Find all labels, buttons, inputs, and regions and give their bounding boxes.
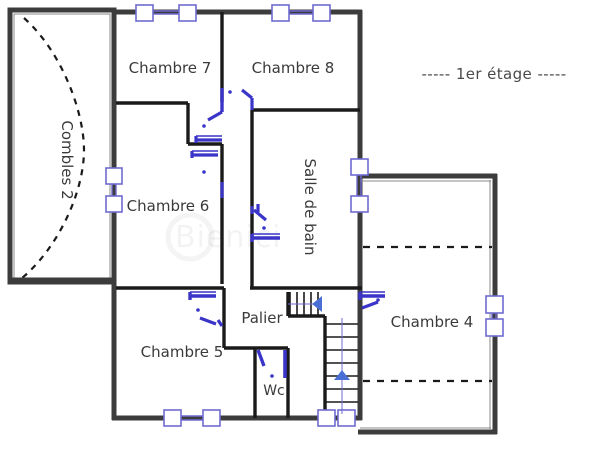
floor-label-dash-left: ----- xyxy=(421,65,450,83)
door-wc-swing xyxy=(256,349,266,367)
floor-label-group: ----- 1er étage ----- xyxy=(421,65,566,83)
window-ch5-left xyxy=(163,409,182,427)
window-ch7-right xyxy=(178,4,197,22)
window-ch7-left xyxy=(135,4,154,22)
label-salle-de-bain: Salle de bain xyxy=(301,159,319,256)
doors xyxy=(188,88,385,378)
door-sdb-swing xyxy=(252,208,268,222)
label-palier: Palier xyxy=(241,309,283,327)
door-ch8-swing xyxy=(241,88,253,100)
label-chambre-4: Chambre 4 xyxy=(391,313,474,331)
door-dot-ch4 xyxy=(376,298,380,302)
label-chambre-5: Chambre 5 xyxy=(141,343,224,361)
door-ch7-pivot-dot xyxy=(228,90,232,94)
door-ch5-swing xyxy=(199,316,217,326)
floor-label-text: 1er étage xyxy=(456,65,532,83)
floor-label-dash-right: ----- xyxy=(537,65,566,83)
room-chambre-4-walls xyxy=(358,173,498,435)
label-chambre-8: Chambre 8 xyxy=(252,59,335,77)
label-combles-2: Combles 2 xyxy=(58,120,76,199)
dashed-roof-slope-line xyxy=(21,17,86,279)
window-ch4-lower xyxy=(485,318,504,337)
window-ch6-upper xyxy=(105,167,123,185)
door-dot-sdb xyxy=(262,226,266,230)
window-ch8-left xyxy=(271,4,290,22)
door-dot-ch5 xyxy=(196,308,200,312)
window-stair-left xyxy=(317,409,336,427)
label-chambre-6: Chambre 6 xyxy=(127,197,210,215)
staircase xyxy=(288,292,358,414)
door-dot-mid-upper xyxy=(202,124,206,128)
door-ch5-leaf xyxy=(216,319,224,327)
door-dot-mid-lower xyxy=(202,170,206,174)
door-ch4-swing xyxy=(361,300,379,310)
window-ch6-lower xyxy=(105,195,123,213)
window-ch5-right xyxy=(202,409,221,427)
window-stair-right xyxy=(337,409,356,427)
window-ch4-upper xyxy=(485,295,504,314)
stair-arrow-lower xyxy=(334,370,350,380)
door-ch7-swing xyxy=(207,110,223,122)
door-dot-wc xyxy=(270,374,274,378)
windows xyxy=(105,4,504,427)
window-sdb-lower xyxy=(350,195,369,213)
closet-doors-ch7 xyxy=(190,135,222,158)
room-labels: Combles 2 Chambre 7 Chambre 8 Chambre 6 … xyxy=(58,59,473,399)
label-wc: Wc xyxy=(263,383,285,399)
stair-arrow-upper xyxy=(312,296,322,312)
window-sdb-upper xyxy=(350,158,369,176)
interior-walls xyxy=(116,12,362,418)
window-ch8-right xyxy=(312,4,331,22)
label-chambre-7: Chambre 7 xyxy=(129,59,212,77)
